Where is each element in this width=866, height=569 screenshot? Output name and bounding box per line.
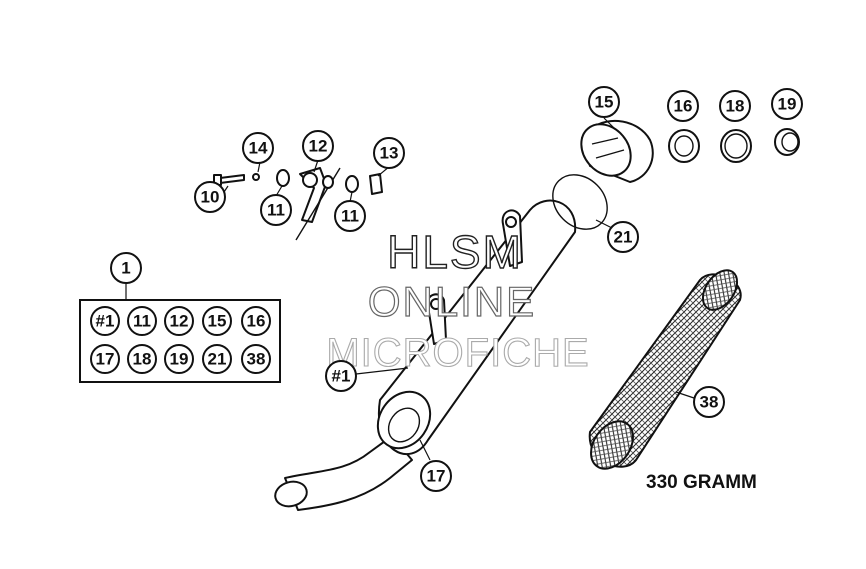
kit-item: 18 (133, 350, 152, 369)
callout-15[interactable]: 15 (588, 86, 620, 118)
kit-item: #1 (96, 312, 115, 331)
kit-item: 38 (247, 350, 266, 369)
ring-18 (720, 129, 752, 163)
end-cap (580, 120, 654, 183)
kit-row-2: 17 18 19 21 38 (90, 344, 271, 374)
callout-kit[interactable]: 1 (110, 252, 142, 284)
callout-silencer-1-label: #1 (332, 367, 351, 386)
sleeve-19 (774, 128, 800, 156)
kit-item: 12 (170, 312, 189, 331)
callout-15-label: 15 (595, 93, 614, 112)
callout-11-right-label: 11 (341, 207, 359, 226)
callout-19[interactable]: 19 (771, 88, 803, 120)
callout-11-left-label: 11 (267, 201, 285, 220)
kit-row-1: #1 11 12 15 16 (90, 306, 271, 336)
callout-11-right[interactable]: 11 (334, 200, 366, 232)
kit-item: 11 (133, 312, 151, 331)
callout-10[interactable]: 10 (194, 181, 226, 213)
callout-silencer-1[interactable]: #1 (325, 360, 357, 392)
callout-16-label: 16 (674, 97, 693, 116)
callout-18-label: 18 (726, 97, 745, 116)
kit-item: 15 (208, 312, 227, 331)
callout-kit-label: 1 (121, 259, 130, 278)
kit-item: 16 (247, 312, 266, 331)
weight-note: 330 GRAMM (646, 472, 757, 493)
callout-18[interactable]: 18 (719, 90, 751, 122)
callout-10-label: 10 (201, 188, 220, 207)
silencer-body (274, 199, 577, 511)
kit-item: 21 (208, 350, 227, 369)
callout-13[interactable]: 13 (373, 137, 405, 169)
insulation-wrap (588, 269, 742, 470)
callout-13-label: 13 (380, 144, 399, 163)
callout-38[interactable]: 38 (693, 386, 725, 418)
callout-17-label: 17 (427, 467, 446, 486)
bracket-hardware (213, 167, 383, 241)
callout-21-label: 21 (614, 228, 633, 247)
callout-11-left[interactable]: 11 (260, 194, 292, 226)
leader-lines (223, 117, 695, 461)
callout-19-label: 19 (778, 95, 797, 114)
callout-17[interactable]: 17 (420, 460, 452, 492)
callout-14-label: 14 (249, 139, 268, 158)
callout-38-label: 38 (700, 393, 719, 412)
callout-16[interactable]: 16 (667, 90, 699, 122)
callout-12[interactable]: 12 (302, 130, 334, 162)
kit-item: 19 (170, 350, 189, 369)
callout-21[interactable]: 21 (607, 221, 639, 253)
kit-item: 17 (96, 350, 115, 369)
callout-12-label: 12 (309, 137, 328, 156)
bushing-16 (668, 129, 700, 163)
callout-14[interactable]: 14 (242, 132, 274, 164)
